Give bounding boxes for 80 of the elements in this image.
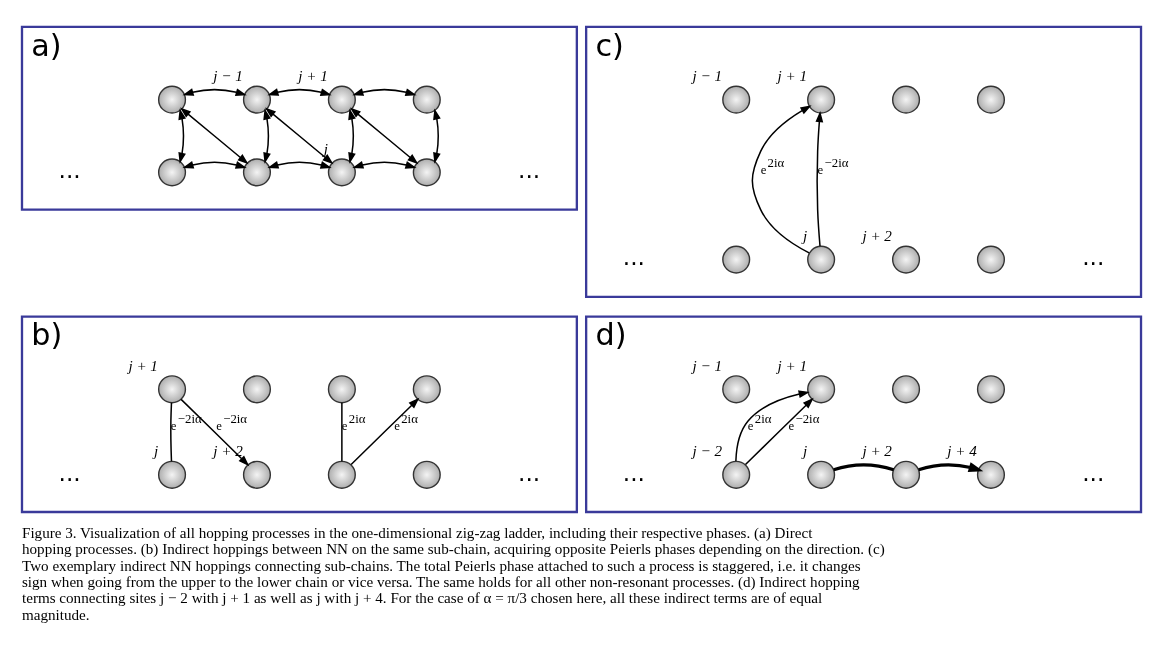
- arrow: [264, 106, 334, 164]
- node-label: j: [803, 227, 808, 244]
- node-circle: [976, 245, 1006, 274]
- arrow: [744, 397, 814, 465]
- arrow: [267, 160, 332, 169]
- label: ...: [1082, 242, 1105, 270]
- node-circle: [327, 374, 356, 403]
- node-label: j: [803, 442, 808, 459]
- arrow: [815, 110, 824, 247]
- node-label: j: [323, 140, 329, 157]
- node-circle: [157, 85, 187, 114]
- node-circle: [722, 85, 751, 114]
- arrow: [433, 107, 441, 164]
- connector: [341, 401, 343, 462]
- node-label: j − 1: [213, 67, 243, 84]
- node-circle: [412, 157, 441, 186]
- node-label: j − 1: [692, 67, 723, 84]
- node-circle: [327, 85, 356, 114]
- label: ...: [518, 458, 541, 486]
- label: ...: [1082, 458, 1105, 486]
- arrow: [182, 87, 247, 96]
- arrow: [918, 461, 984, 472]
- connector: [833, 462, 895, 471]
- arrow: [352, 160, 417, 169]
- node-circle: [976, 460, 1006, 489]
- arrow: [263, 107, 271, 164]
- node-label: j + 2: [862, 227, 892, 244]
- node-circle: [157, 157, 187, 186]
- label: ...: [58, 155, 81, 183]
- node-label: j + 1: [777, 357, 808, 374]
- arrow: [267, 87, 332, 96]
- node-circle: [412, 85, 441, 114]
- node-label: j: [154, 442, 159, 459]
- label: ...: [518, 155, 541, 183]
- node-label: j − 2: [692, 442, 723, 459]
- node-label: j + 4: [947, 442, 977, 459]
- node-circle: [807, 85, 836, 114]
- node-circle: [327, 157, 356, 186]
- node-circle: [412, 460, 441, 489]
- node-label: j + 2: [862, 442, 892, 459]
- node-circle: [976, 85, 1006, 114]
- node-circle: [807, 374, 836, 403]
- label: ...: [622, 458, 645, 486]
- node-circle: [722, 245, 751, 274]
- node-circle: [891, 460, 921, 489]
- node-label: j + 1: [777, 67, 808, 84]
- node-label: j + 2: [213, 442, 243, 459]
- node-circle: [327, 460, 356, 489]
- node-circle: [722, 460, 751, 489]
- node-circle: [412, 374, 441, 403]
- node-circle: [891, 374, 921, 403]
- arrow: [180, 106, 249, 164]
- node-circle: [242, 374, 272, 403]
- node-circle: [242, 157, 272, 186]
- node-circle: [242, 460, 272, 489]
- arrow: [180, 398, 250, 466]
- arrow: [349, 106, 419, 164]
- arrow: [178, 107, 186, 164]
- node-circle: [891, 245, 921, 274]
- node-circle: [976, 374, 1006, 403]
- node-circle: [157, 460, 187, 489]
- node-circle: [807, 245, 836, 274]
- node-label: j − 1: [692, 357, 723, 374]
- node-label: j + 1: [298, 67, 328, 84]
- arrow: [751, 104, 812, 254]
- arrow: [182, 160, 247, 169]
- label: ...: [622, 242, 645, 270]
- node-circle: [891, 85, 921, 114]
- connector: [170, 401, 173, 462]
- node-label: j + 1: [128, 357, 158, 374]
- node-circle: [807, 460, 836, 489]
- label: ...: [58, 458, 81, 486]
- arrow: [735, 389, 810, 462]
- arrow: [350, 397, 420, 465]
- node-circle: [722, 374, 751, 403]
- node-circle: [242, 85, 272, 114]
- caption: Figure 3. Visualization of all hopping processes in the one-dimensional zig-zag ladder, including their respective phases. (a) Direct hopping processes. (b) Indirect hoppings between NN on the same sub-chain, acquiring opposite Peierls phases depending on the direction. (c) Two exemplary indirect NN hoppings connecting sub-chains. The total Peierls phase attached to such a process is staggered, i.e. it changes sign when going from the upper to the lower chain or vice versa. The same holds for all other non-resonant processes. (d) Indirect hopping terms connecting sites j − 2 with j + 1 as well as j with j + 4. For the case of α = π/3 chosen here, all these indirect terms are of equal magnitude.: [21, 524, 885, 623]
- arrow: [348, 107, 356, 164]
- node-circle: [157, 374, 187, 403]
- arrow: [352, 87, 417, 96]
